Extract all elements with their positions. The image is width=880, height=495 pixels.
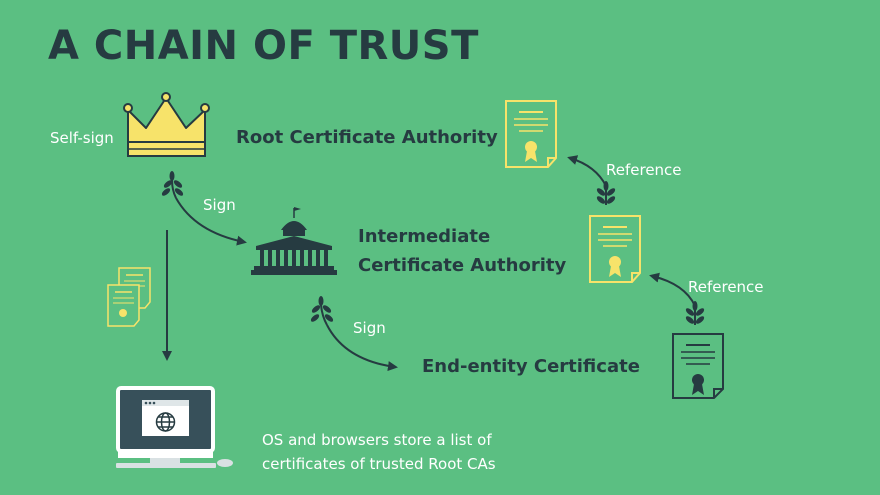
certificate-stack-icon — [107, 267, 151, 327]
laurel-icon — [161, 171, 184, 199]
globe-icon — [155, 412, 176, 432]
laurel-icon — [310, 296, 334, 326]
intermediate-ca-label-line2: Certificate Authority — [358, 255, 567, 276]
trusted-store-note: OS and browsers store a list of certific… — [262, 428, 496, 476]
reference-arrow-upper — [567, 155, 607, 187]
sign-label-lower: Sign — [353, 319, 386, 337]
root-ca-label: Root Certificate Authority — [236, 127, 498, 148]
self-sign-label: Self-sign — [50, 129, 114, 147]
reference-label-lower: Reference — [688, 278, 764, 296]
reference-label-upper: Reference — [606, 161, 682, 179]
certificate-icon — [107, 284, 140, 327]
trusted-store-note-line2: certificates of trusted Root CAs — [262, 455, 496, 473]
certificate-icon — [672, 333, 724, 399]
page-title: A CHAIN OF TRUST — [48, 23, 479, 69]
computer-icon — [116, 386, 233, 468]
sign-label-upper: Sign — [203, 196, 236, 214]
end-entity-label: End-entity Certificate — [422, 356, 640, 377]
intermediate-ca-label-line1: Intermediate — [358, 226, 491, 247]
browser-window-icon — [142, 400, 189, 436]
crown-icon — [123, 92, 210, 157]
certificate-icon — [505, 100, 557, 168]
certificate-icon — [589, 215, 641, 283]
sign-arrow-root-to-intermediate — [175, 197, 247, 246]
sign-arrow-intermediate-to-end — [326, 324, 398, 371]
trusted-store-note-line1: OS and browsers store a list of — [262, 431, 492, 449]
government-building-icon — [251, 207, 337, 275]
reference-arrow-lower — [649, 272, 696, 307]
